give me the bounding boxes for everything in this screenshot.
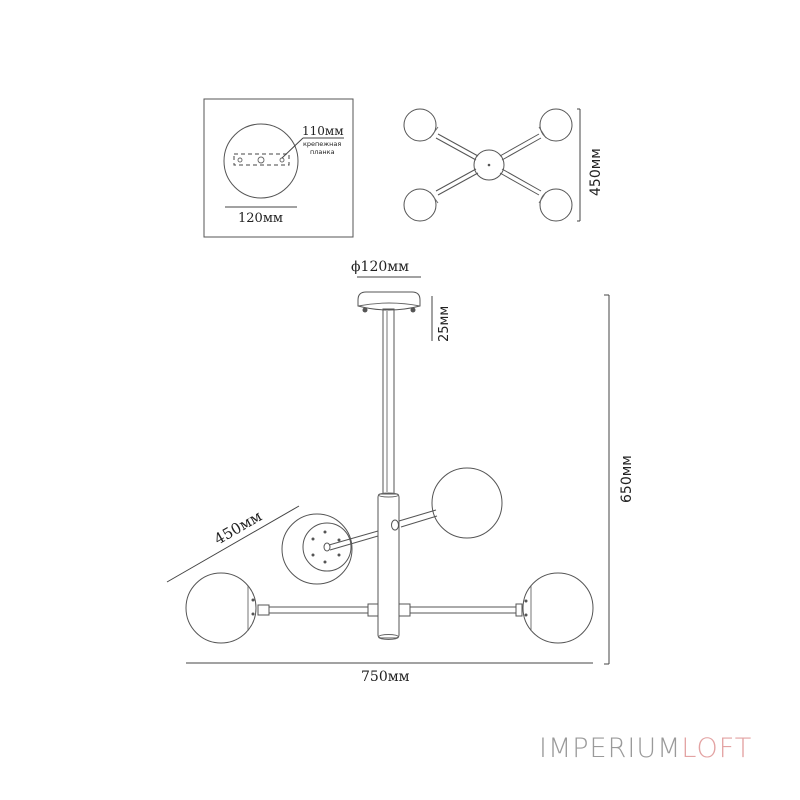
top-view-canopy	[473, 149, 505, 181]
globe-bottom-left	[403, 188, 437, 222]
screw-hole-left	[237, 157, 243, 163]
brand-logo-part2: LOFT	[681, 733, 753, 764]
top-depth-label: 450мм	[588, 148, 604, 196]
canopy-diameter-label: ϕ120мм	[351, 259, 409, 275]
globe-top-right	[539, 108, 573, 142]
suspension-rod	[382, 308, 395, 495]
globe-top-left	[403, 108, 437, 142]
central-body	[377, 493, 400, 639]
canopy	[357, 291, 421, 311]
screw-hole-center	[257, 156, 265, 164]
detail-frame	[203, 98, 354, 238]
globe-left	[185, 572, 257, 644]
brand-logo-part1: IMPERIUM	[539, 733, 682, 764]
mounting-bar-note-1: крепежная	[303, 140, 341, 148]
globe-bottom-right	[539, 188, 573, 222]
front-view: ϕ120мм 25мм	[166, 259, 635, 685]
arm-depth-label: 450мм	[211, 507, 265, 549]
globe-front-left	[281, 513, 353, 585]
globe-back-right	[431, 467, 503, 539]
top-view: 450мм	[403, 108, 604, 222]
total-width-label: 750мм	[361, 669, 410, 685]
leader-line	[281, 137, 304, 159]
mount-plate-detail: 110мм крепежная планка 120мм	[203, 98, 354, 238]
total-height-label: 650мм	[619, 455, 635, 503]
canopy-height-label: 25мм	[437, 306, 452, 342]
mounting-bar-note-2: планка	[310, 148, 335, 156]
brand-logo: IMPERIUMLOFT	[539, 733, 752, 764]
mounting-bar-length: 110мм	[302, 124, 344, 138]
canopy-circle	[223, 123, 299, 199]
canopy-width-label: 120мм	[238, 211, 283, 226]
mounting-bar	[233, 153, 290, 166]
globe-right	[522, 572, 594, 644]
screw-hole-right	[279, 157, 285, 163]
arm-depth-dim-line	[166, 505, 300, 583]
globe-cup-front-left	[302, 522, 352, 572]
